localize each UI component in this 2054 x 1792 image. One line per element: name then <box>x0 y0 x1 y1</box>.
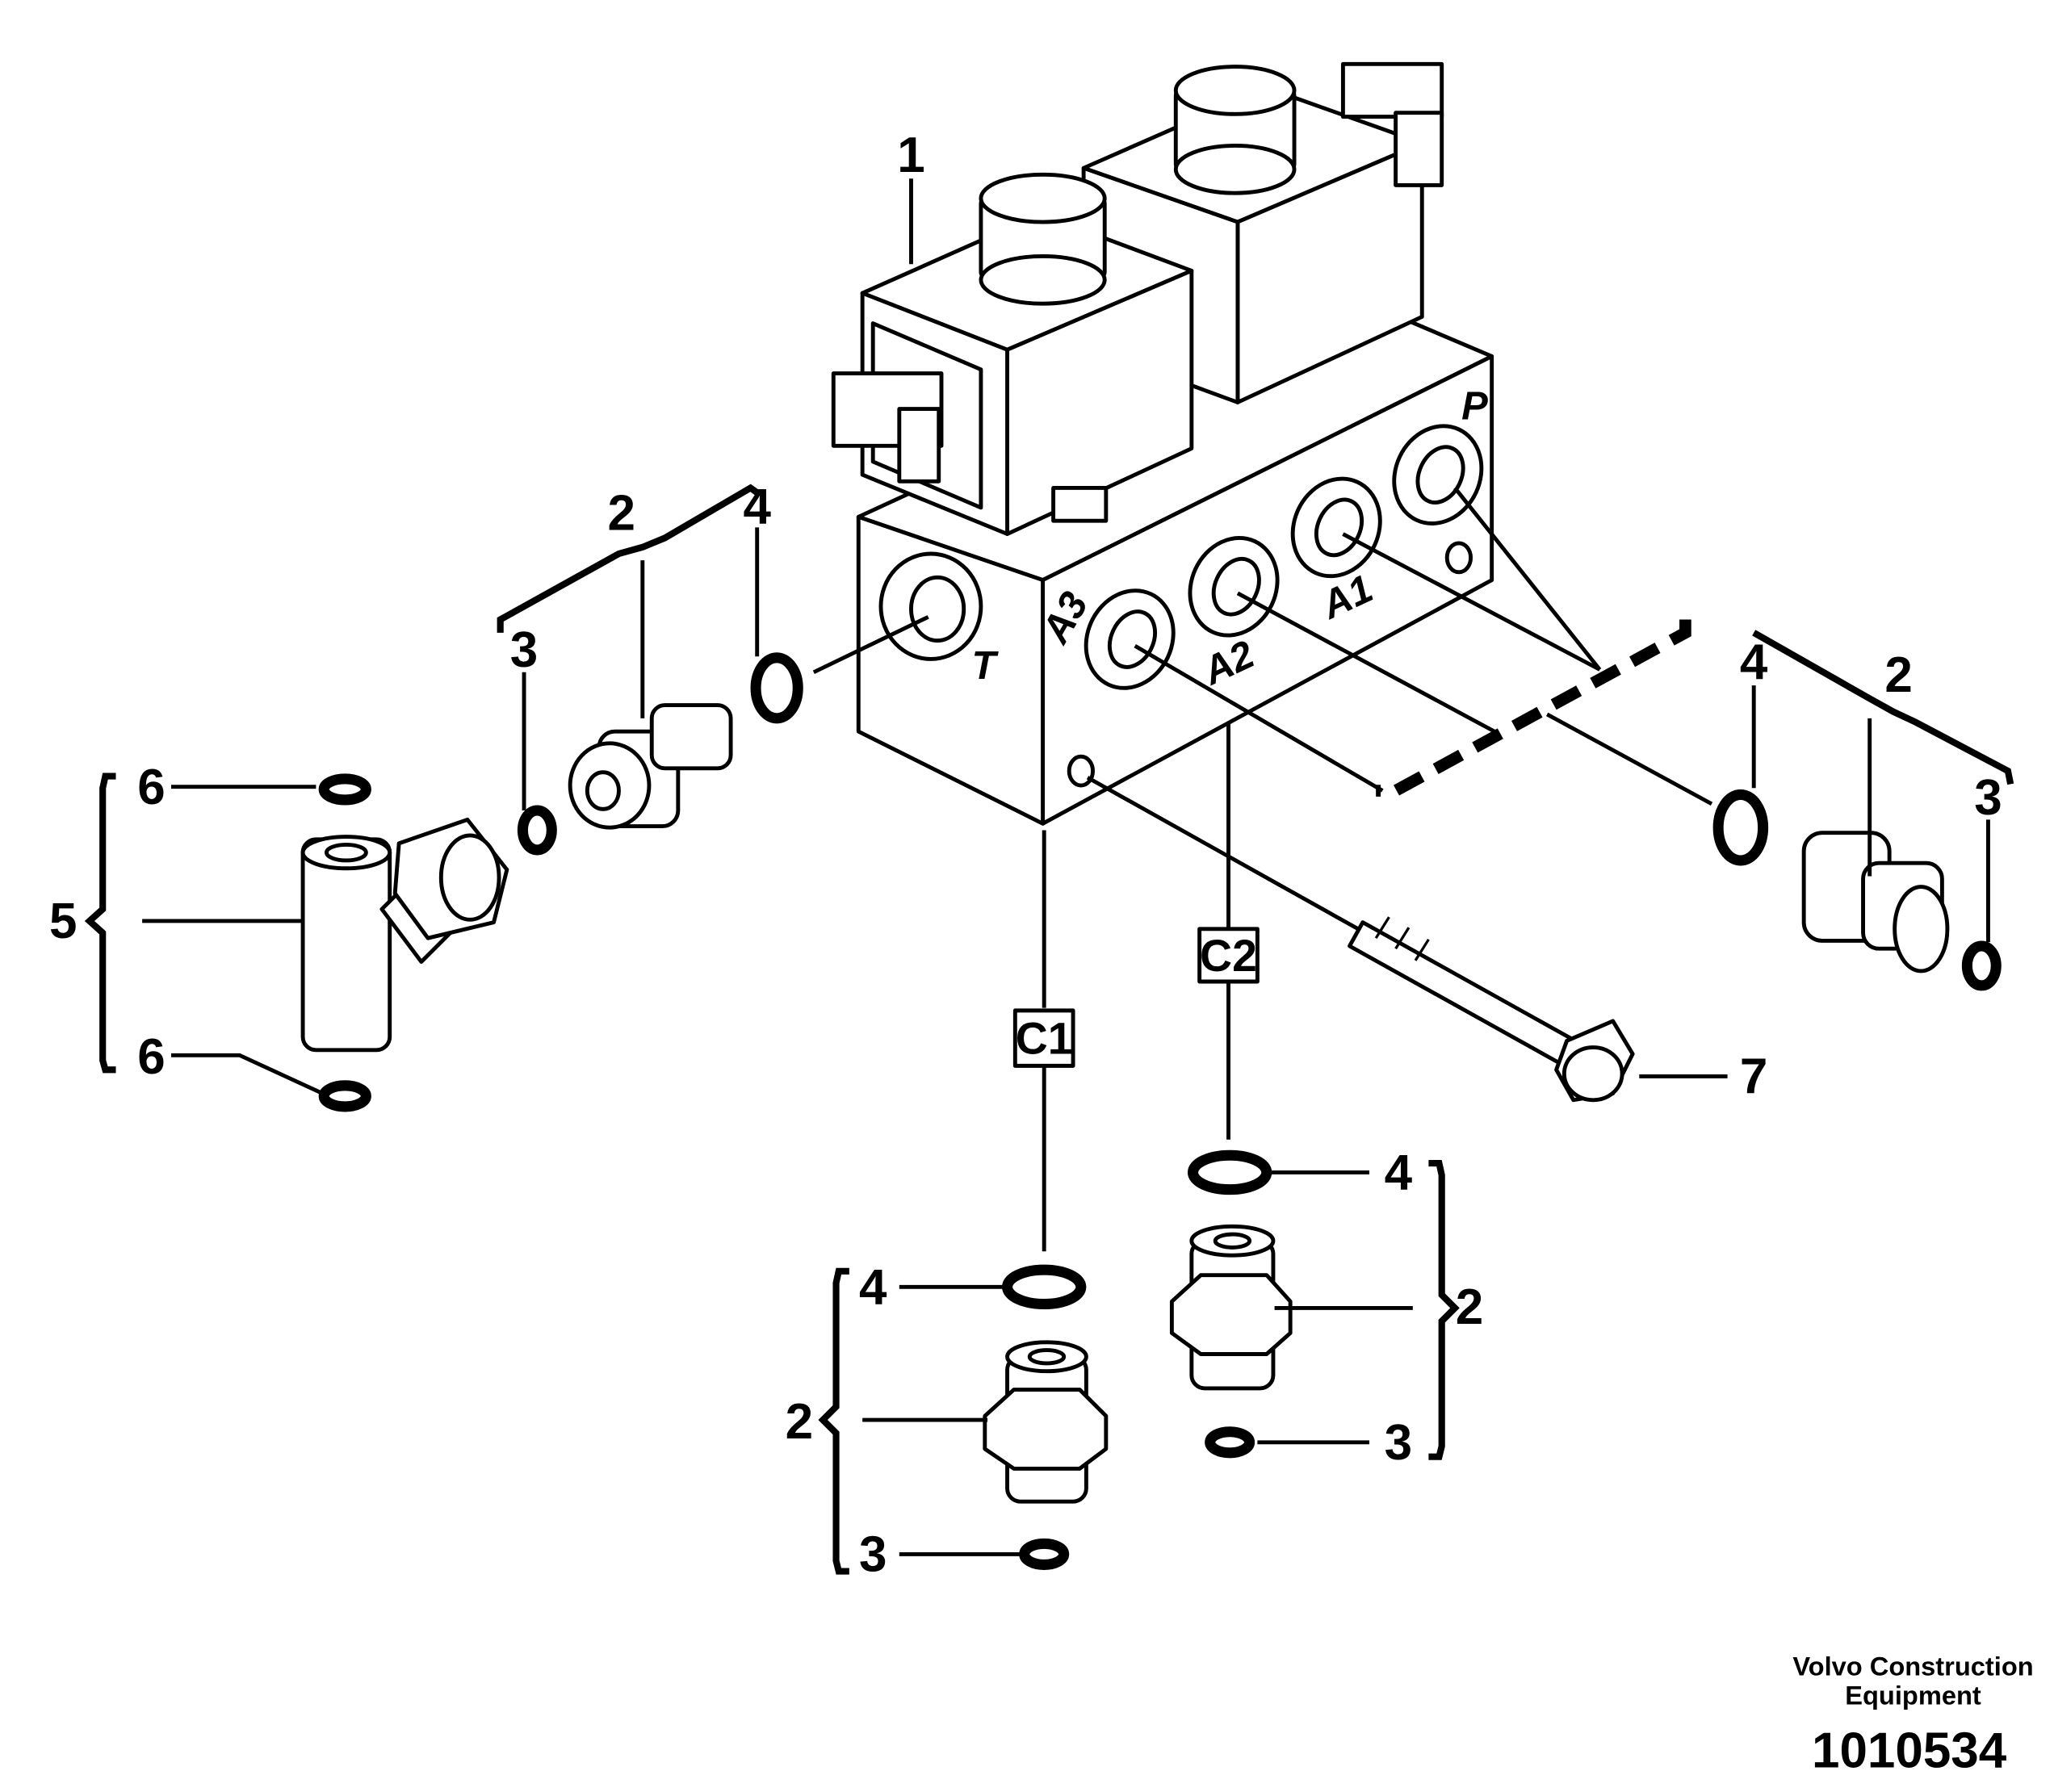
o-ring-item-4-left <box>750 652 803 724</box>
callout-6-bottom: 6 <box>137 1029 165 1085</box>
o-ring-item-4-c1 <box>1002 1264 1087 1310</box>
port-a1 <box>1290 476 1382 579</box>
o-ring-item-3-left <box>517 805 557 856</box>
callout-6-top: 6 <box>137 760 165 815</box>
port-p <box>1392 424 1484 525</box>
connection-c1: C1 <box>1012 1008 1075 1068</box>
o-ring-item-3-c1 <box>1019 1538 1070 1570</box>
port-label-p: P <box>1461 385 1488 429</box>
callout-2-right: 2 <box>1884 647 1912 703</box>
o-ring-item-4-c2 <box>1187 1149 1272 1195</box>
port-a3 <box>1084 588 1176 690</box>
fitting-c1 <box>983 1340 1109 1504</box>
callout-3-right: 3 <box>1974 770 2002 826</box>
callout-4-c1: 4 <box>859 1260 887 1316</box>
brand-line-1: Volvo Construction <box>1792 1651 2033 1681</box>
callout-2-c2: 2 <box>1456 1279 1483 1335</box>
brand-line-2: Equipment <box>1845 1680 1981 1710</box>
callout-3-c1: 3 <box>859 1527 887 1583</box>
bolt-item-7 <box>1086 776 1635 1103</box>
dashed-connector <box>1376 619 1691 797</box>
connection-label-c1: C1 <box>1016 1014 1073 1064</box>
callout-2-left: 2 <box>607 486 635 542</box>
drawing-number: 1010534 <box>1812 1723 2007 1779</box>
o-ring-item-3-right <box>1961 940 2002 991</box>
callout-2-c1: 2 <box>786 1394 813 1450</box>
callout-3-left: 3 <box>510 622 538 678</box>
fitting-c2 <box>1169 1224 1293 1391</box>
callout-7: 7 <box>1740 1049 1767 1105</box>
bolt-hole <box>1067 754 1095 788</box>
fitting-left <box>568 703 733 830</box>
o-ring-item-3-c2 <box>1205 1426 1255 1459</box>
fitting-right <box>1801 831 1950 973</box>
footer: Volvo Construction Equipment 1010534 <box>1792 1651 2033 1778</box>
mounting-hole <box>1444 541 1473 575</box>
callout-4-left: 4 <box>743 479 771 534</box>
callout-5: 5 <box>49 894 77 949</box>
port-t <box>878 551 983 661</box>
callout-numbers: 1 2 4 3 6 5 6 4 2 3 7 4 2 3 4 2 3 <box>49 128 2002 1583</box>
callout-3-c2: 3 <box>1385 1415 1412 1471</box>
o-ring-item-4-right <box>1712 789 1769 866</box>
connection-c2: C2 <box>1197 927 1260 984</box>
connection-label-c2: C2 <box>1200 931 1257 981</box>
callout-1: 1 <box>897 128 924 183</box>
port-label-t: T <box>972 644 1000 688</box>
solenoid-front <box>831 172 1194 536</box>
callout-4-right: 4 <box>1740 634 1768 690</box>
leader-lines <box>142 178 1990 1556</box>
solenoid-rear <box>1081 61 1444 404</box>
callout-4-c2: 4 <box>1385 1145 1413 1201</box>
tee-fitting-item-5 <box>300 817 509 1053</box>
o-ring-item-6-top <box>318 773 371 806</box>
brackets <box>84 484 2014 1575</box>
o-ring-item-6-bottom <box>318 1080 371 1112</box>
